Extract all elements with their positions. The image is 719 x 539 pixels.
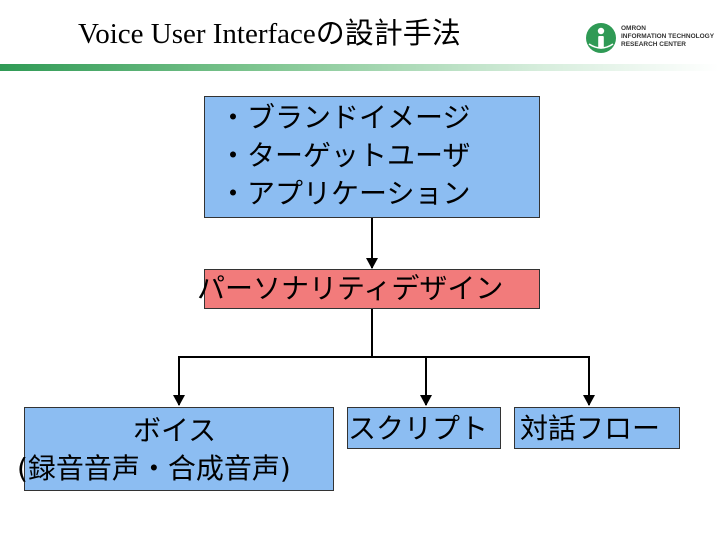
voice-sublabel: (録音音声・合成音声) [17, 452, 291, 485]
dialog-flow-label: 対話フロー [520, 412, 661, 445]
arrowhead-flow [583, 395, 595, 406]
voice-label: ボイス [133, 414, 217, 447]
logo-line-3: RESEARCH CENTER [621, 41, 687, 48]
script-box: スクリプト [347, 407, 501, 449]
title-divider [0, 64, 719, 71]
arrowhead-center [366, 258, 378, 269]
personality-design-box: パーソナリティデザイン [197, 269, 540, 309]
voice-box: ボイス (録音音声・合成音声) [17, 407, 334, 491]
input-item-application: ・アプリケーション [219, 177, 471, 210]
logo-text: OMRON INFORMATION TECHNOLOGY RESEARCH CE… [621, 25, 714, 49]
slide-title: Voice User Interfaceの設計手法 [78, 18, 461, 50]
logo-line-2: INFORMATION TECHNOLOGY [621, 33, 715, 40]
arrowhead-voice [173, 395, 185, 406]
script-label: スクリプト [348, 412, 489, 445]
omron-logo: OMRON INFORMATION TECHNOLOGY RESEARCH CE… [585, 22, 715, 56]
input-item-brand: ・ブランドイメージ [219, 101, 471, 134]
logo-line-1: OMRON [621, 25, 646, 32]
input-item-target-user: ・ターゲットユーザ [219, 139, 471, 172]
info-i-icon [586, 23, 616, 53]
personality-design-label: パーソナリティデザイン [197, 272, 504, 305]
dialog-flow-box: 対話フロー [514, 407, 680, 449]
arrowhead-script [420, 395, 432, 406]
inputs-box: ・ブランドイメージ ・ターゲットユーザ ・アプリケーション [204, 96, 540, 218]
